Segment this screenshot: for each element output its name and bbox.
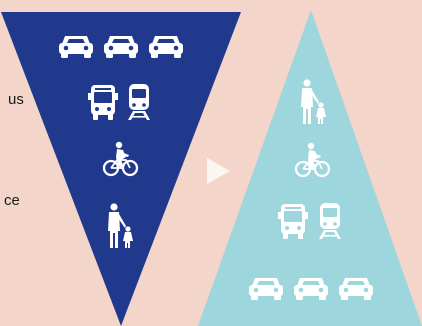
play-arrow-icon: [207, 158, 230, 184]
text-fragment-1: us: [8, 91, 24, 108]
current-hierarchy-triangle: [1, 12, 241, 326]
text-fragment-2: ce: [4, 192, 20, 209]
